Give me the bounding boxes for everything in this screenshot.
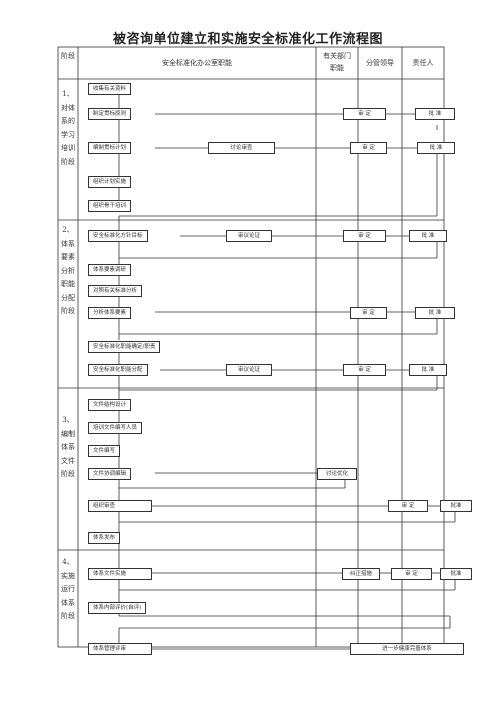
step-standard: 制定贯标原则 <box>88 108 132 120</box>
step-internal-eval: 体系内部评价(自评) <box>88 602 147 614</box>
owner-approve-4: 批 准 <box>415 307 455 319</box>
step-org-review: 组织审查 <box>88 500 152 512</box>
header-stage: 阶段 <box>61 52 75 60</box>
owner-approve-6: 批准 <box>440 500 472 512</box>
step-review-b: 审议论证 <box>226 364 272 376</box>
stage-label-4: 4、实施运行体系阶段 <box>61 558 75 620</box>
leader-review-3: 审 定 <box>343 230 386 242</box>
step-analyze: 对照有关标准分析 <box>88 285 143 297</box>
step-release: 体系发布 <box>88 532 121 544</box>
header-owner: 责任人 <box>412 59 434 67</box>
owner-approve-5: 批 准 <box>409 364 447 376</box>
leader-review-1: 审 定 <box>343 108 386 120</box>
leader-review-2: 审 定 <box>350 142 387 154</box>
step-measures: 纠正措施 <box>342 568 380 580</box>
step-implement: 体系文件实施 <box>88 568 152 580</box>
step-discuss: 讨论审查 <box>208 142 275 154</box>
step-improve: 进一步健康完善体系 <box>350 643 464 655</box>
step-discuss-optimize: 讨论优化 <box>317 468 357 480</box>
stage-label-1: 1、对体系的学习培训阶段 <box>61 90 75 166</box>
owner-approve-2: 批 准 <box>417 142 455 154</box>
step-write: 文件编写 <box>88 445 121 457</box>
step-scheme: 安全标准化方针目标 <box>88 230 148 242</box>
leader-review-6: 审 定 <box>388 500 428 512</box>
step-collect: 收集有关资料 <box>88 83 132 95</box>
stage-label-3: 3、编制体系文件阶段 <box>61 416 75 478</box>
owner-approve-7: 批准 <box>440 568 472 580</box>
step-mgmt-review: 体系管理评审 <box>88 643 152 655</box>
step-design: 文件结构设计 <box>88 399 132 411</box>
owner-approve-1: 批 准 <box>415 108 455 120</box>
owner-approve-3: 批 准 <box>409 230 447 242</box>
step-survey: 体系要素调研 <box>88 264 132 276</box>
step-train-writers: 培训文件编写人员 <box>88 422 143 434</box>
step-review-a: 审议论证 <box>226 230 272 242</box>
step-organize: 组织计划实施 <box>88 176 132 188</box>
header-leader: 分管领导 <box>366 59 394 67</box>
step-train: 组织骨干培训 <box>88 200 132 212</box>
page-title: 被咨询单位建立和实施安全标准化工作流程图 <box>112 32 383 47</box>
step-assign: 安全标准化职能分配 <box>88 364 148 376</box>
header-office: 安全标准化办公室职能 <box>162 59 232 67</box>
step-elements: 分析体系要素 <box>88 307 132 319</box>
leader-review-4: 审 定 <box>350 307 387 319</box>
leader-review-7: 审 定 <box>391 568 432 580</box>
step-plan: 编制贯标计划 <box>88 142 132 154</box>
step-duties: 安全标准化职能确定/职责 <box>88 341 161 353</box>
stage-label-2: 2、体系要素分析职能分配阶段 <box>61 226 75 315</box>
step-coordinate: 文件协调编辑 <box>88 468 132 480</box>
leader-review-5: 审 定 <box>343 364 386 376</box>
header-dept: 有关部门职能 <box>323 52 351 72</box>
